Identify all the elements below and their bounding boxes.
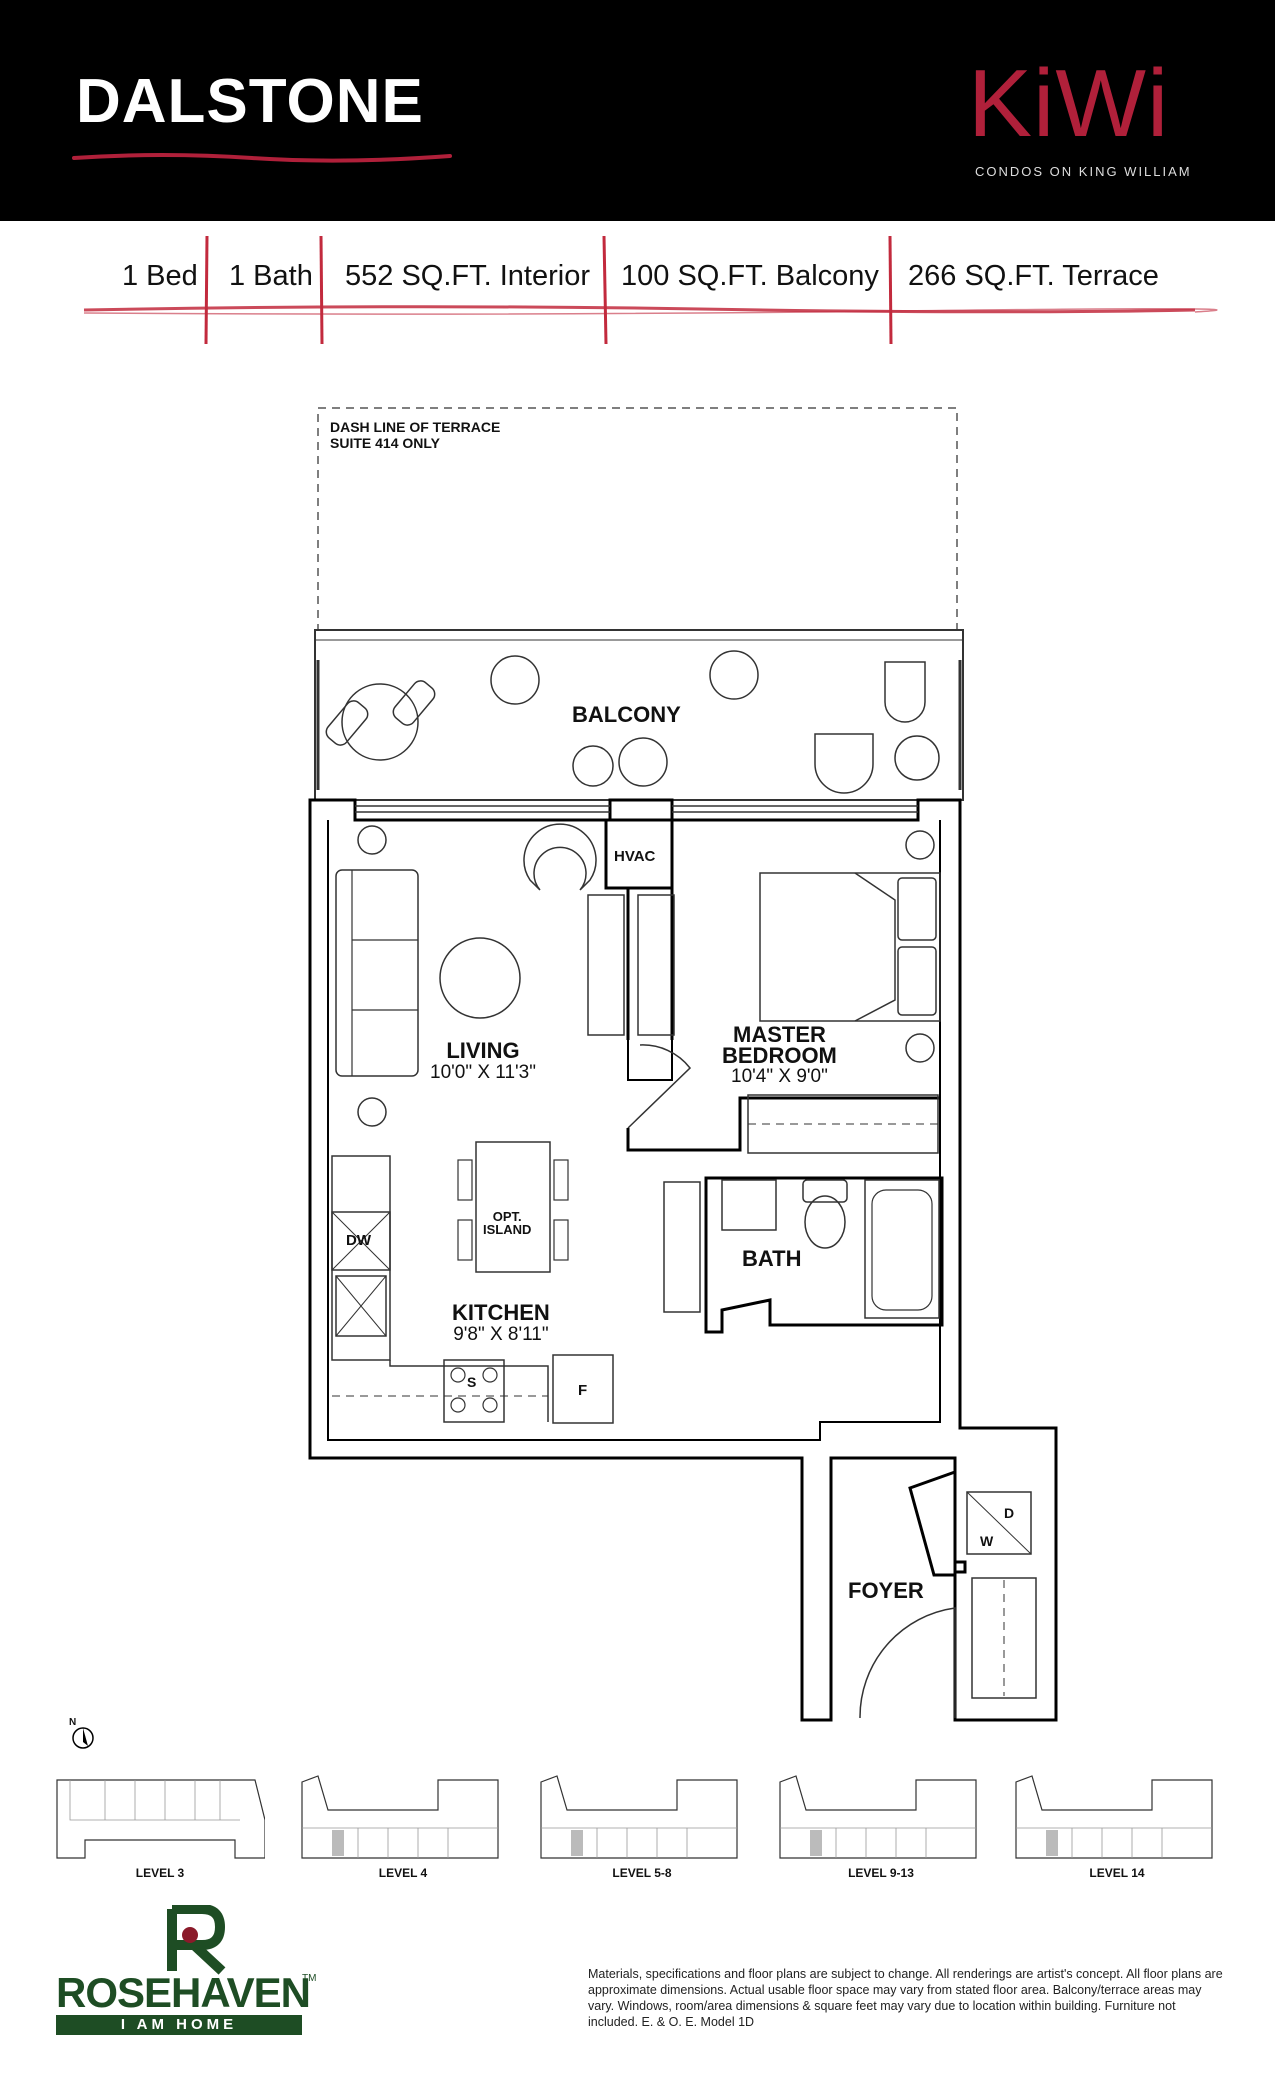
kitchen-label: KITCHEN 9'8" X 8'11" — [452, 1302, 550, 1346]
living-label: LIVING 10'0" X 11'3" — [430, 1040, 536, 1084]
key-plan-level-4-drawing — [301, 1775, 499, 1859]
header-bar: DALSTONE KiWi CONDOS ON KING WILLIAM — [0, 0, 1275, 221]
opt-island-label: OPT. ISLAND — [483, 1210, 531, 1236]
key-plan-level-4-name: LEVEL 4 — [378, 1866, 428, 1880]
spec-interior: 552 SQ.FT. Interior — [345, 260, 590, 292]
terrace-note-line1: DASH LINE OF TERRACE — [330, 419, 501, 435]
rosehaven-trademark: TM — [302, 1973, 317, 1984]
rosehaven-name: ROSEHAVEN — [56, 1969, 311, 2016]
rosehaven-tagline: I AM HOME — [56, 2015, 302, 2035]
floor-plan — [72, 407, 1058, 1749]
opt-island-line1: OPT. — [492, 1209, 522, 1224]
living-dimensions: 10'0" X 11'3" — [430, 1062, 536, 1083]
spec-dividers — [83, 236, 1218, 345]
key-plan-level-5-8: LEVEL 5-8 — [537, 1770, 747, 1880]
spec-balcony: 100 SQ.FT. Balcony — [621, 260, 879, 292]
key-plan-level-4: LEVEL 4 — [298, 1770, 508, 1880]
kitchen-dimensions: 9'8" X 8'11" — [453, 1324, 549, 1345]
rosehaven-logo: ROSEHAVEN TM I AM HOME — [52, 1905, 322, 2035]
spec-strip: 1 Bed 1 Bath 552 SQ.FT. Interior 100 SQ.… — [0, 236, 1275, 346]
key-plan-level-9-13-name: LEVEL 9-13 — [848, 1866, 914, 1880]
dryer-label: D — [1004, 1505, 1015, 1521]
terrace-note: DASH LINE OF TERRACE SUITE 414 ONLY — [330, 419, 500, 451]
key-plan-level-3-drawing — [56, 1779, 266, 1859]
key-plan-level-14-drawing — [1015, 1775, 1213, 1859]
disclaimer: Materials, specifications and floor plan… — [588, 1967, 1223, 2029]
key-plan-level-5-8-drawing — [540, 1775, 738, 1859]
kiwi-logo-tagline: CONDOS ON KING WILLIAM — [975, 164, 1192, 179]
spec-bath: 1 Bath — [229, 260, 313, 292]
rose-icon — [167, 1905, 226, 1975]
key-plan-level-14: LEVEL 14 — [1012, 1770, 1222, 1880]
key-plan-level-14-name: LEVEL 14 — [1089, 1866, 1145, 1880]
key-plans: LEVEL 3 LEVEL 4 LEVEL 5-8 LEVEL 9-13 — [0, 1770, 1275, 1880]
north-label: N — [69, 1717, 77, 1728]
master-bedroom-label: MASTER BEDROOM 10'4" X 9'0" — [722, 1022, 837, 1088]
key-plan-level-9-13: LEVEL 9-13 — [776, 1770, 986, 1880]
key-plan-level-9-13-drawing — [779, 1775, 977, 1859]
foyer-label: FOYER — [848, 1578, 924, 1603]
spec-terrace: 266 SQ.FT. Terrace — [908, 260, 1159, 292]
opt-island-line2: ISLAND — [483, 1222, 532, 1237]
washer-label: W — [980, 1533, 994, 1549]
key-plan-level-3: LEVEL 3 — [55, 1770, 266, 1880]
master-line2: BEDROOM — [722, 1043, 837, 1068]
kiwi-logo: KiWi — [968, 50, 1170, 157]
title-underline — [72, 153, 452, 163]
terrace-note-line2: SUITE 414 ONLY — [330, 435, 440, 451]
key-plan-level-3-name: LEVEL 3 — [135, 1866, 185, 1880]
balcony-label: BALCONY — [572, 702, 681, 727]
stove-label: S — [467, 1374, 477, 1390]
kitchen-name: KITCHEN — [452, 1300, 550, 1325]
living-name: LIVING — [446, 1038, 520, 1063]
master-dimensions: 10'4" X 9'0" — [731, 1066, 828, 1087]
hvac-label: HVAC — [614, 848, 656, 865]
suite-title: DALSTONE — [76, 67, 424, 136]
bath-label: BATH — [742, 1246, 802, 1271]
master-line1: MASTER — [733, 1022, 826, 1047]
dishwasher-label: DW — [346, 1232, 371, 1249]
spec-bed: 1 Bed — [122, 260, 198, 292]
key-plan-level-5-8-name: LEVEL 5-8 — [612, 1866, 672, 1880]
fridge-label: F — [578, 1382, 588, 1399]
